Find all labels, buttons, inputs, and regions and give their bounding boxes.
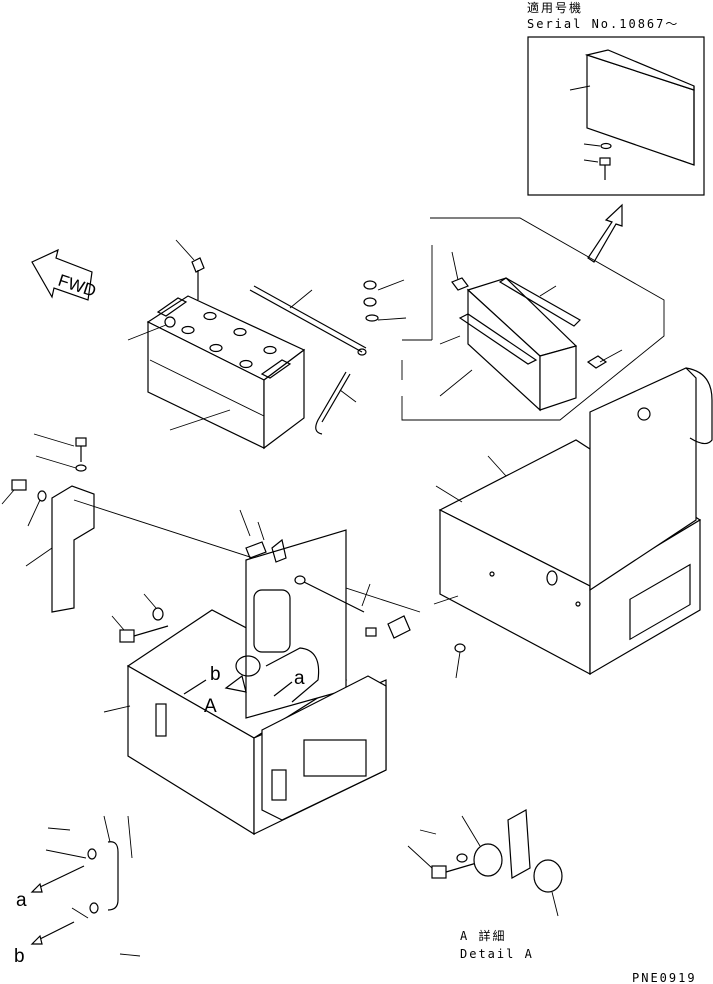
side-bracket [1, 433, 421, 613]
inset-arrow [587, 203, 623, 263]
callout-a-lower: a [16, 890, 27, 911]
cable-detail-lower-left: a b [14, 815, 141, 967]
battery-case-right [433, 367, 713, 679]
battery-hold-rod [249, 285, 367, 356]
battery-clamp-nut [175, 239, 205, 300]
drawing-number: PNE0919 [632, 971, 697, 984]
callout-b-lower: b [14, 946, 25, 967]
callout-b-upper: b [210, 664, 221, 685]
callout-a-upper: a [294, 668, 305, 689]
nut-washer-stack [363, 279, 407, 322]
j-bolt [315, 371, 357, 435]
fwd-arrow-icon: FWD [31, 248, 98, 301]
callout-A-upper: A [204, 696, 217, 717]
inset-serial-variant [527, 36, 705, 196]
detail-a-title-jp: A 詳細 [460, 928, 506, 943]
applicable-model-label: 適用号機 [527, 0, 583, 15]
battery-tray [439, 251, 623, 412]
battery [127, 295, 306, 450]
tray-group-frame [401, 217, 665, 421]
callouts-upper: b A a [183, 664, 305, 717]
detail-a-title-en: Detail A [460, 947, 534, 961]
detail-a-relay-assembly: A 詳細 Detail A [407, 809, 563, 961]
battery-case-main [103, 509, 411, 836]
serial-number-label: Serial No.10867～ [527, 17, 679, 31]
